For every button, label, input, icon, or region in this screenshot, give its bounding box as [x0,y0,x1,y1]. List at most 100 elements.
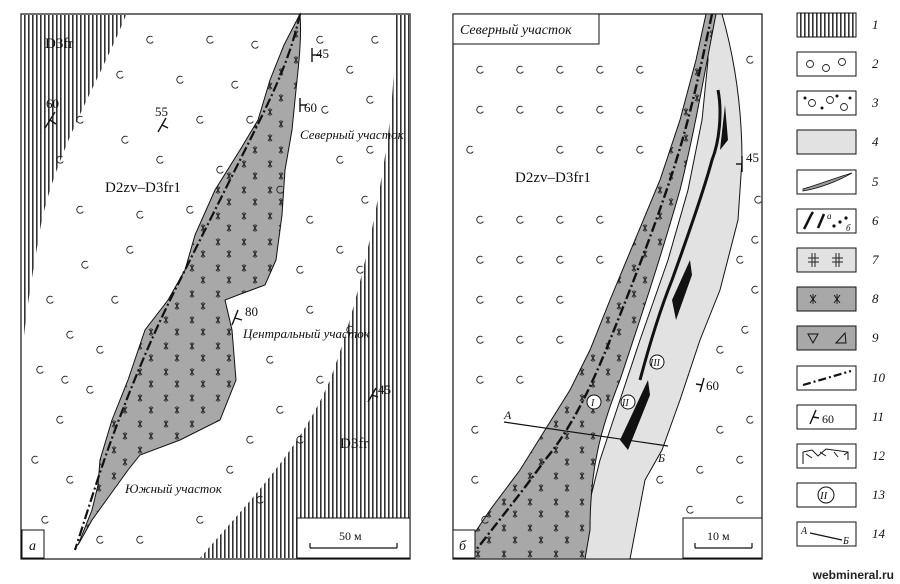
legend-number: 2 [872,56,879,71]
breccia-symbol [751,235,759,244]
panel-a-orebody [77,12,302,546]
legend-sub-a: а [827,211,832,221]
breccia-symbol [741,325,749,334]
breccia-symbol [76,115,84,124]
site-label-north: Северный участок [300,127,405,142]
breccia-symbol [346,65,354,74]
breccia-symbol [316,375,324,384]
legend-number: 14 [872,526,886,541]
breccia-symbol [196,115,204,124]
dip-value: 60 [706,378,719,393]
marker-label: I [590,398,595,409]
panel-b-markers [586,354,665,410]
breccia-symbol [746,415,754,424]
panel-b-dip-symbols [695,156,743,393]
breccia-symbol [121,135,129,144]
legend-number: 1 [872,17,879,32]
breccia-symbol [96,535,104,544]
legend-sub-b: б [846,223,851,233]
panel-b-corner-label: б [459,539,467,554]
breccia-symbol [476,215,484,224]
breccia-symbol [146,35,154,44]
panel-b-vein [638,89,722,381]
breccia-symbol [556,215,564,224]
scale-label: 10 м [707,529,730,543]
breccia-symbol [516,295,524,304]
panel-a: D3fr D2zv–D3fr1 D3fr 60 55 45 60 80 45 С… [20,12,411,560]
dip-value: 55 [155,104,168,119]
breccia-symbol [206,35,214,44]
breccia-symbol [356,265,364,274]
panel-a-d3fr-east [200,15,409,558]
breccia-symbol [746,55,754,64]
panel-b-scale-bar: 10 м [682,517,763,559]
breccia-symbol [596,255,604,264]
legend-item14-end: Б [842,536,849,547]
breccia-symbol [46,295,54,304]
panel-b-breccia-symbols [466,55,762,524]
legend-swatch-8 [796,286,857,312]
legend-swatch-9 [796,325,857,351]
breccia-symbol [596,105,604,114]
breccia-symbol [736,455,744,464]
breccia-symbol [476,375,484,384]
panel-b-light-zone [584,13,743,560]
dip-value: 45 [378,382,391,397]
breccia-symbol [476,255,484,264]
panel-b-title: Северный участок [460,23,572,38]
breccia-symbol [321,105,329,114]
legend-number: 10 [872,370,886,385]
legend-swatch-2 [796,51,857,77]
dip-value: 45 [316,46,329,61]
legend-number: 7 [872,252,879,267]
panel-a-scale-bar: 50 м [296,517,411,559]
legend-swatch-12 [796,443,857,469]
breccia-symbol [296,265,304,274]
breccia-symbol [716,425,724,434]
breccia-symbol [516,65,524,74]
panel-b-title-box [452,13,600,45]
breccia-symbol [306,305,314,314]
legend-number: 8 [872,291,879,306]
breccia-symbol [136,535,144,544]
breccia-symbol [516,105,524,114]
legend-swatch-7 [796,247,857,273]
breccia-symbol [466,145,474,154]
breccia-symbol [56,415,64,424]
legend-number: 4 [872,134,879,149]
watermark: webmineral.ru [812,568,894,582]
breccia-symbol [31,455,39,464]
breccia-symbol [754,195,762,204]
breccia-symbol [556,145,564,154]
breccia-symbol [556,335,564,344]
breccia-symbol [556,295,564,304]
breccia-symbol [471,475,479,484]
panel-a-d3fr-east-label: D3fr [340,436,368,452]
breccia-symbol [481,515,489,524]
breccia-symbol [36,365,44,374]
legend-number: 13 [872,487,886,502]
breccia-symbol [276,405,284,414]
panel-b-formation-center: D2zv–D3fr1 [515,170,591,186]
legend-number: 11 [872,409,884,424]
breccia-symbol [41,515,49,524]
breccia-symbol [306,215,314,224]
legend-number: 5 [872,174,879,189]
breccia-symbol [256,495,264,504]
breccia-symbol [596,145,604,154]
breccia-symbol [696,465,704,474]
panel-b-fault [469,13,714,559]
dip-value: 80 [245,304,258,319]
legend: а б 60 II А [796,12,886,547]
breccia-symbol [556,255,564,264]
dip-value: 45 [746,150,759,165]
breccia-symbol [231,80,239,89]
panel-b-vein-lens [720,105,728,150]
panel-a-dip-symbols [44,48,379,403]
breccia-symbol [276,185,284,194]
breccia-symbol [96,345,104,354]
panel-b-corner-box [452,529,476,559]
breccia-symbol [346,325,354,334]
breccia-symbol [476,295,484,304]
